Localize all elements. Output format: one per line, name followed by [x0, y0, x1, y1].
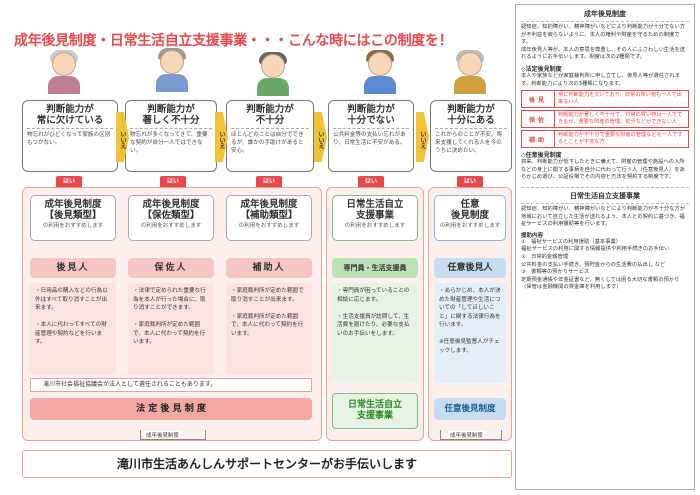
no-arrow-4: いいえ: [416, 112, 429, 162]
judgement-head: 判断能力が 十分にある: [435, 104, 507, 129]
duty-nichijo: ・専門員が困っていることの相談に応じます。 ・生活支援員が訪問して、生活費を届け…: [332, 283, 418, 383]
duty-nini: ・あらかじめ、本人が決めた財産管理や生活についての「してほしいこと」に関する法律…: [434, 283, 506, 383]
type-box-hojo: 成年後見制度 【補助類型】 の利用をおすすめします: [226, 195, 312, 241]
type-note: の利用をおすすめします: [140, 223, 202, 229]
services-list: ① 福祉サービスの利用援助（基本事業） 福祉サービスの利用に関する情報提供や利用…: [521, 238, 680, 291]
type-note: の利用をおすすめします: [42, 223, 104, 229]
seinen-intro: 認知症、知的障がい、精神障がいなどにより判断能力が十分でない方が不利益を被らない…: [521, 24, 686, 61]
type-box-koken: 成年後見制度 【後見類型】 の利用をおすすめします: [30, 195, 116, 241]
nichijo-text: 認知症、知的障がい、精神障がいなどにより判断能力が不十分な方が地域において自立し…: [521, 205, 686, 228]
type-box-hosa: 成年後見制度 【保佐類型】 の利用をおすすめします: [128, 195, 214, 241]
services-heading: 援助内容: [521, 232, 544, 239]
judgement-head: 判断能力が 著しく不十分: [130, 104, 212, 129]
role-nini: 任意後見人: [434, 258, 506, 278]
young-man-illustration: [360, 50, 400, 94]
elderly-couple-illustration: [450, 50, 490, 94]
nini-text: 将来、判断能力が低下したときに備えて、財産の管理や施設への入所などの身上に関する…: [521, 159, 685, 181]
bracket-line-1: [140, 430, 206, 440]
council-note: 滝川市社会福祉協議会が法人として選任されることもあります。: [30, 378, 312, 392]
tag-row-hosa: 保佐 判断能力が著しく不十分で、日常の買い物は一人でできるが、重要な財産の管理、…: [521, 110, 689, 129]
type-note: の利用をおすすめします: [238, 223, 300, 229]
tag-desc: 判断能力が著しく不十分で、日常の買い物は一人でできるが、重要な財産の管理、処分な…: [555, 110, 689, 129]
duty-hojo: ・家庭裁判所が定めた範囲で取り消すことが出来ます。 ・家庭裁判所が定めた範囲で、…: [226, 283, 312, 375]
judgement-box-1: 判断能力が 常に欠けている 物忘れがひどくなって家族の区別もつかない。: [22, 100, 118, 172]
nichijo-system-label: 日常生活自立 支援事業: [332, 393, 418, 429]
type-title: 任意 後見制度: [450, 199, 489, 221]
judgement-box-5: 判断能力が 十分にある これからのことが不安。将来支援してくれる人を今のうちに決…: [430, 100, 512, 172]
role-hosa: 保佐人: [128, 258, 214, 278]
nini-system-label: 任意後見制度: [434, 398, 506, 420]
judgement-box-2: 判断能力が 著しく不十分 物忘れが多くなってきて、重要な契約が自分一人ではできな…: [125, 100, 217, 172]
hotei-text: 本人や家族などが家庭裁判所に申し立てし、後見人等が選任されます。判断能力により次…: [521, 72, 680, 87]
type-box-nichijo: 日常生活自立 支援事業 の利用をおすすめします: [332, 195, 418, 241]
judgement-head: 判断能力が 不十分: [231, 104, 309, 129]
nini-heading: ◇任意後見制度: [521, 152, 562, 160]
tag-desc: 常に判断能力を欠いており、日常の買い物も一人で出来ない人: [555, 90, 689, 109]
tag-row-koken: 後見 常に判断能力を欠いており、日常の買い物も一人で出来ない人: [521, 90, 689, 109]
tag-label: 後見: [521, 90, 555, 109]
seinen-heading: 成年後見制度: [521, 9, 689, 22]
no-arrow-2: いいえ: [215, 112, 228, 162]
tag-label: 補助: [521, 130, 555, 149]
right-info-panel: 成年後見制度 認知症、知的障がい、精神障がいなどにより判断能力が十分でない方が不…: [515, 4, 695, 490]
duty-koken: ・日用品の購入などの行為以外はすべて取り消すことが出来ます。 ・本人に代わってす…: [30, 283, 116, 375]
role-hojo: 補助人: [226, 258, 312, 278]
bracket-label-2: 成年後見制度: [448, 431, 486, 439]
role-koken: 後見人: [30, 258, 116, 278]
footer-banner: 滝川市生活あんしんサポートセンターがお手伝いします: [22, 450, 512, 478]
judgement-box-3: 判断能力が 不十分 ほとんどのことは自分でできるが、誰かの手助けがあると安心。: [226, 100, 314, 172]
tag-label: 保佐: [521, 110, 555, 129]
judgement-box-4: 判断能力が 十分でない 公共料金等の支払い忘れがあり、日常生活に不安がある。: [328, 100, 414, 172]
judgement-desc: 物忘れが多くなってきて、重要な契約が自分一人ではできない。: [130, 132, 208, 154]
duty-hosa: ・法律で定められた重要な行為を本人が行った場合に、取り消すことができます。 ・家…: [128, 283, 214, 375]
type-title: 日常生活自立 支援事業: [346, 199, 404, 221]
hotei-heading: ◇法定後見制度: [521, 65, 562, 73]
bracket-line-2: [440, 430, 502, 440]
nichijo-heading: 日常生活自立支援事業: [521, 186, 689, 204]
judgement-desc: これからのことが不安。将来支援してくれる人を今のうちに決めたい。: [435, 132, 503, 154]
yes-label-5: はい: [457, 176, 483, 188]
judgement-head: 判断能力が 常に欠けている: [27, 104, 113, 129]
man-with-hand-illustration: [253, 52, 293, 96]
type-title: 成年後見制度 【補助類型】: [240, 199, 298, 221]
type-box-nini: 任意 後見制度 の利用をおすすめします: [434, 195, 506, 241]
judgement-desc: 物忘れがひどくなって家族の区別もつかない。: [27, 132, 111, 146]
judgement-desc: 公共料金等の支払い忘れがあり、日常生活に不安がある。: [333, 132, 406, 146]
type-note: の利用をおすすめします: [439, 223, 501, 229]
type-title: 成年後見制度 【保佐類型】: [142, 199, 200, 221]
yes-label-1: はい: [56, 176, 82, 188]
judgement-desc: ほとんどのことは自分でできるが、誰かの手助けがあると安心。: [231, 132, 304, 154]
type-note: の利用をおすすめします: [344, 223, 406, 229]
confused-man-illustration: [152, 48, 192, 92]
no-arrow-3: いいえ: [314, 112, 327, 162]
yes-label-4: はい: [358, 176, 384, 188]
judgement-head: 判断能力が 十分でない: [333, 104, 409, 129]
yes-label-2: はい: [160, 176, 186, 188]
no-arrow-1: いいえ: [116, 112, 129, 162]
elderly-woman-illustration: [44, 50, 84, 94]
seinen-system-label: 法 定 後 見 制 度: [30, 398, 312, 420]
bracket-label-1: 成年後見制度: [144, 431, 182, 439]
tag-desc: 判断能力が不十分で重要な財産の管理などを一人でするとことが不安な方: [555, 130, 689, 149]
role-nichijo: 専門員・生活支援員: [332, 258, 418, 278]
tag-row-hojo: 補助 判断能力が不十分で重要な財産の管理などを一人でするとことが不安な方: [521, 130, 689, 149]
yes-label-3: はい: [256, 176, 282, 188]
type-title: 成年後見制度 【後見類型】: [44, 199, 102, 221]
page-title: 成年後見制度・日常生活自立支援事業・・・こんな時にはこの制度を！: [14, 33, 453, 49]
